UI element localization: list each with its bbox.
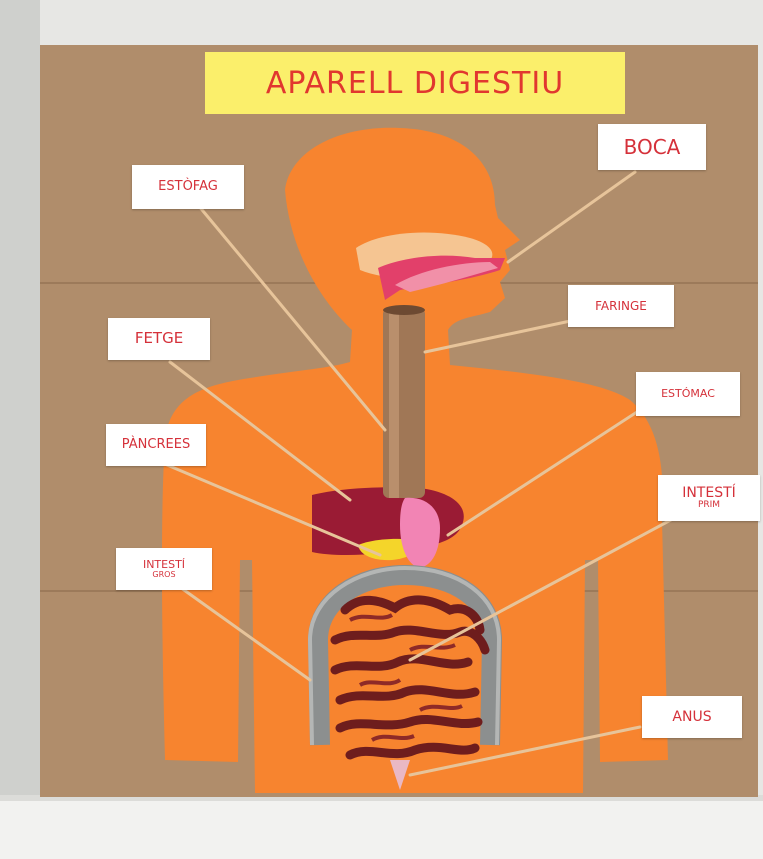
- label-anus: ANUS: [672, 710, 711, 725]
- label-faringe: FARINGE: [595, 300, 647, 313]
- label-card-boca: BOCA: [598, 124, 706, 170]
- label-card-estomac: ESTÓMAC: [636, 372, 740, 416]
- poster-title: APARELL DIGESTIU: [266, 66, 564, 101]
- label-card-pancrees: PÀNCREES: [106, 424, 206, 466]
- label-card-intesti-gros: INTESTÍ GROS: [116, 548, 212, 590]
- label-card-intesti-prim: INTESTÍ PRIM: [658, 475, 760, 521]
- label-card-esofag: ESTÒFAG: [132, 165, 244, 209]
- label-fetge: FETGE: [135, 331, 183, 347]
- label-intesti-gros-line2: GROS: [152, 571, 175, 579]
- label-pancrees: PÀNCREES: [122, 438, 190, 452]
- esophagus-opening: [383, 305, 425, 315]
- esophagus-highlight: [389, 308, 399, 498]
- label-boca: BOCA: [624, 137, 681, 158]
- label-intesti-gros-line1: INTESTÍ: [143, 559, 185, 571]
- poster-title-card: APARELL DIGESTIU: [205, 52, 625, 114]
- label-card-faringe: FARINGE: [568, 285, 674, 327]
- label-card-anus: ANUS: [642, 696, 742, 738]
- label-card-fetge: FETGE: [108, 318, 210, 360]
- label-estomac: ESTÓMAC: [661, 388, 715, 400]
- label-intesti-prim-line2: PRIM: [698, 501, 720, 510]
- label-esofag: ESTÒFAG: [158, 180, 218, 194]
- label-intesti-prim-line1: INTESTÍ: [682, 486, 736, 501]
